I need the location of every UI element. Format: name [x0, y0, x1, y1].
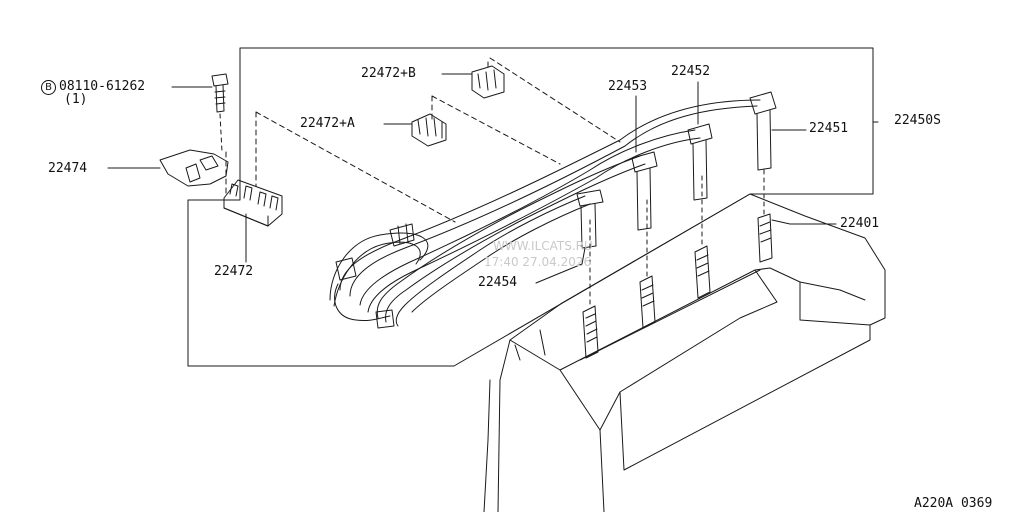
- plug-boots: [576, 91, 777, 249]
- label-cord-2: 22452: [671, 64, 711, 79]
- watermark-timestamp: 17:40 27.04.2026: [484, 255, 592, 269]
- label-cord-4: 22453: [608, 79, 648, 94]
- label-cord-1: 22451: [809, 121, 849, 136]
- cord-clamp-a: [411, 113, 447, 147]
- spark-plugs: [582, 169, 773, 359]
- label-clamp-a: 22472+A: [300, 116, 355, 131]
- label-clamp-main: 22472: [214, 264, 254, 279]
- label-spark-plug: 22401: [840, 216, 880, 231]
- label-clamp-b: 22472+B: [361, 66, 416, 81]
- label-bolt-qty: (1): [64, 92, 88, 107]
- cord-clamp-main: [223, 179, 283, 227]
- bolt: [211, 73, 229, 113]
- bolt-prefix-circle: B: [41, 80, 56, 95]
- bracket: [159, 149, 229, 187]
- figure-code: A220A 0369: [914, 496, 993, 511]
- label-bracket: 22474: [48, 161, 88, 176]
- bolt-guide: [219, 113, 223, 153]
- cord-clamp-b: [471, 65, 505, 99]
- label-cord-3: 22454: [478, 275, 518, 290]
- watermark-site: WWW.ILCATS.RU: [493, 239, 593, 253]
- cylinder-head: [483, 193, 886, 512]
- cord-set-outline: [187, 47, 874, 367]
- label-cord-set: 22450S: [894, 113, 941, 128]
- label-bolt-part: 08110-61262: [59, 79, 146, 94]
- ignition-cords: [329, 99, 761, 329]
- leader-lines: [107, 73, 879, 284]
